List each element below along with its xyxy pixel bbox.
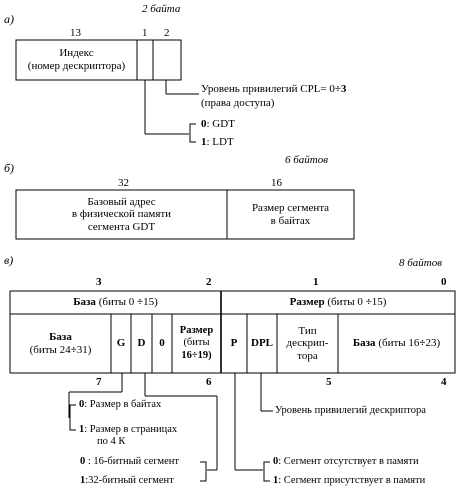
base-mid-end: 23) xyxy=(425,337,441,350)
byte-1-label: 1 xyxy=(313,276,319,288)
index-field: Индекс (номер дескриптора) xyxy=(16,40,137,80)
index-bit-count: 13 xyxy=(70,27,81,39)
gdt-base-line2: в физической памяти xyxy=(71,208,172,221)
rpl-legend-div: ÷ xyxy=(334,83,341,95)
base-low-title: База xyxy=(73,296,96,309)
g-legend-0: 0: Размер в байтах xyxy=(79,399,162,411)
limit-high-div: ÷ xyxy=(191,349,198,361)
type-line2: дескрип- xyxy=(286,337,329,350)
byte-3-label: 3 xyxy=(96,276,102,288)
g-legend-1-bit: 1 xyxy=(79,424,85,435)
g-flag-field: G xyxy=(116,337,126,350)
limit-low-field: Размер (биты 0 ÷15) xyxy=(221,291,455,314)
rpl-legend-max: 3 xyxy=(340,83,347,95)
base-mid-field: База (биты 16÷23) xyxy=(338,314,455,373)
p-legend-1-bit: 1 xyxy=(273,475,279,486)
ti-bit-count: 1 xyxy=(142,27,148,39)
p-legend-1: 1: Сегмент присутствует в памяти xyxy=(273,475,426,487)
type-line1: Тип xyxy=(298,324,317,337)
d-legend-1-bit: 1 xyxy=(80,475,86,486)
gdt-limit-line1: Размер сегмента xyxy=(251,201,330,214)
g-legend-0-text: : Размер в байтах xyxy=(84,399,162,410)
byte-7-label: 7 xyxy=(96,376,102,388)
base-high-range: (биты 24 xyxy=(29,343,71,356)
rpl-bit-count: 2 xyxy=(164,27,170,39)
byte-0-label: 0 xyxy=(441,276,447,288)
base-low-end: 15) xyxy=(143,296,158,309)
rpl-legend-note: (права доступа) xyxy=(201,97,275,109)
base-mid-range: (биты 16 xyxy=(378,337,420,350)
p-legend-1-text: : Сегмент присутствует в памяти xyxy=(278,475,426,486)
index-label: Индекс xyxy=(59,47,94,60)
ti-ldt-legend: 1: LDT xyxy=(201,137,234,148)
byte-4-label: 4 xyxy=(441,376,447,388)
gdt-base-line1: Базовый адрес xyxy=(87,195,156,208)
limit-high-end: 19) xyxy=(197,349,212,361)
ti-gdt-bit: 0 xyxy=(201,118,207,130)
d-legend-1: 1:32-битный сегмент xyxy=(80,475,174,487)
section-b-label: б) xyxy=(4,161,15,175)
base-low-div: ÷ xyxy=(137,296,144,309)
g-legend-0-bit: 0 xyxy=(79,399,85,410)
selector-size: 2 байта xyxy=(142,3,181,15)
ti-ldt-bit: 1 xyxy=(201,136,207,148)
base-high-div: ÷ xyxy=(70,343,77,356)
limit-low-div: ÷ xyxy=(365,296,372,309)
limit-high-field: Размер (биты 16÷19) xyxy=(172,314,221,373)
base-mid-title: База xyxy=(352,337,376,350)
gdt-limit-field: Размер сегмента в байтах xyxy=(227,190,354,239)
base-mid-div: ÷ xyxy=(419,337,426,350)
dpl-legend: Уровень привилегий дескриптора xyxy=(275,405,426,416)
p-flag-field: P xyxy=(230,337,238,350)
gdt-limit-line2: в байтах xyxy=(270,214,311,227)
type-line3: тора xyxy=(297,349,318,362)
base-low-range: (биты 0 xyxy=(98,296,135,309)
p-legend-0-text: : Сегмент отсутствует в памяти xyxy=(278,456,419,467)
g-legend-1-text: : Размер в страницах xyxy=(84,424,178,435)
base-high-end: 31) xyxy=(76,343,92,356)
ti-gdt-text: : GDT xyxy=(206,118,235,130)
index-sublabel: (номер дескриптора) xyxy=(27,60,126,72)
gdt-base-line3: сегмента GDT xyxy=(87,220,156,233)
g-legend-1-text2: по 4 К xyxy=(97,436,126,447)
limit-low-end: 15) xyxy=(371,296,387,309)
reserved-zero-field: 0 xyxy=(159,337,165,350)
p-legend-0-bit: 0 xyxy=(273,456,279,467)
d-flag-field: D xyxy=(137,337,146,350)
limit-low-title: Размер xyxy=(289,296,325,309)
limit-bit-count: 16 xyxy=(271,177,282,189)
base-bit-count: 32 xyxy=(118,177,129,189)
gdt-base-field: Базовый адрес в физической памяти сегмен… xyxy=(16,190,227,239)
base-low-field: База (биты 0 ÷15) xyxy=(10,291,221,314)
d-legend-0-bit: 0 xyxy=(80,456,86,467)
section-v-label: в) xyxy=(4,253,14,267)
limit-high-range: (биты xyxy=(183,337,210,349)
limit-high-start: 16 xyxy=(181,349,192,361)
g-legend-1: 1: Размер в страницах xyxy=(79,424,178,436)
d-legend-1-text: :32-битный сегмент xyxy=(85,475,174,486)
limit-high-title: Размер xyxy=(179,325,214,337)
d-legend-0-text: : 16-битный сегмент xyxy=(87,456,180,467)
descriptor-size: 8 байтов xyxy=(399,257,443,269)
base-high-title: База xyxy=(49,330,72,343)
byte-6-label: 6 xyxy=(206,376,212,388)
type-field: Тип дескрип- тора xyxy=(277,314,338,373)
p-legend-0: 0: Сегмент отсутствует в памяти xyxy=(273,456,419,468)
byte-5-label: 5 xyxy=(326,376,332,388)
ti-ldt-text: : LDT xyxy=(206,136,234,148)
section-a-label: а) xyxy=(4,12,14,26)
ti-gdt-legend: 0: GDT xyxy=(201,119,235,130)
gdtr-size: 6 байтов xyxy=(285,154,329,166)
dpl-field: DPL xyxy=(251,337,273,350)
d-legend-0: 0 : 16-битный сегмент xyxy=(80,456,180,468)
limit-low-range: (биты 0 xyxy=(327,296,363,309)
rpl-legend: Уровень привилегий CPL= 0÷3 xyxy=(201,84,346,95)
rpl-legend-text: Уровень привилегий CPL= 0 xyxy=(201,83,335,95)
base-high-field: База (биты 24÷31) xyxy=(10,314,111,373)
byte-2-label: 2 xyxy=(206,276,212,288)
